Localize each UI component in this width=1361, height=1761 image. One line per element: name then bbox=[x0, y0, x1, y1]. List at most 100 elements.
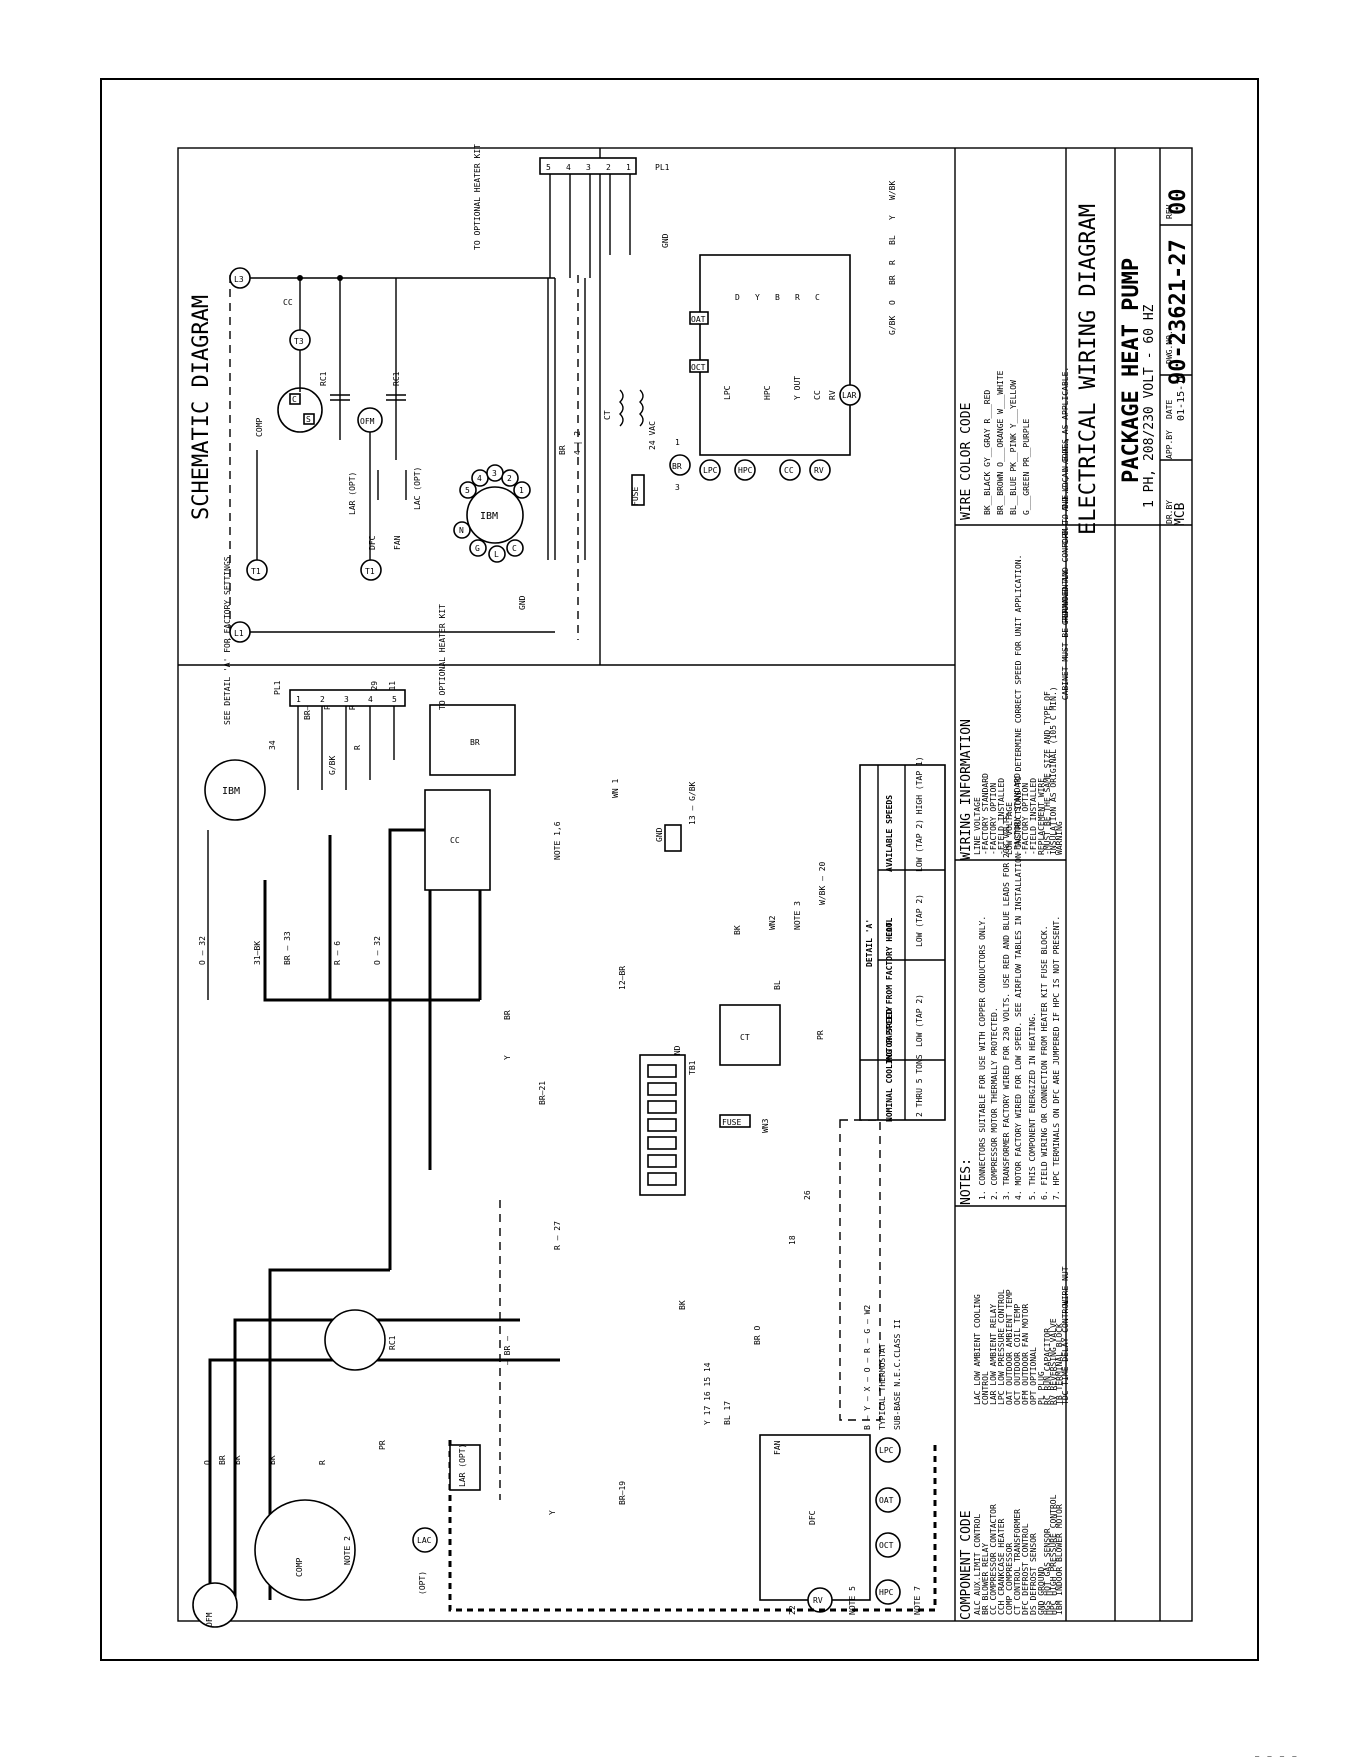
wiring-br-relay bbox=[429, 704, 516, 776]
svg-text:FAN: FAN bbox=[773, 1440, 782, 1455]
svg-text:-FIELD INSTALLED: -FIELD INSTALLED bbox=[997, 778, 1006, 855]
svg-text:COMP COMPRESSOR: COMP COMPRESSOR bbox=[1005, 1543, 1014, 1615]
svg-text:CT: CT bbox=[603, 410, 612, 420]
thermostat-subbase bbox=[839, 1119, 881, 1421]
svg-text:BL: BL bbox=[773, 980, 782, 990]
schematic-dfc bbox=[699, 254, 851, 456]
svg-text:T3: T3 bbox=[294, 337, 304, 346]
svg-text:PACKAGE HEAT PUMP: PACKAGE HEAT PUMP bbox=[1119, 258, 1144, 483]
svg-text:WN 1: WN 1 bbox=[611, 779, 620, 798]
svg-text:BR BLOWER RELAY: BR BLOWER RELAY bbox=[981, 1543, 990, 1615]
svg-text:RV: RV bbox=[813, 1596, 823, 1605]
contactor-cc bbox=[424, 789, 491, 891]
svg-text:OPT OPTIONAL: OPT OPTIONAL bbox=[1029, 1347, 1038, 1405]
svg-text:26: 26 bbox=[803, 1190, 812, 1200]
svg-text:-FIELD INSTALLED: -FIELD INSTALLED bbox=[1029, 778, 1038, 855]
svg-text:CT CONTROL TRANSFORMER: CT CONTROL TRANSFORMER bbox=[1013, 1509, 1022, 1615]
svg-text:BR: BR bbox=[672, 462, 682, 471]
svg-text:LAC (OPT): LAC (OPT) bbox=[413, 467, 422, 510]
svg-text:R: R bbox=[318, 1460, 327, 1465]
svg-text:G/BK: G/BK bbox=[888, 316, 897, 335]
svg-text:TB1: TB1 bbox=[688, 1060, 697, 1075]
wiring-ofm bbox=[192, 1582, 238, 1628]
svg-text:GND GROUND: GND GROUND bbox=[1037, 1567, 1046, 1615]
svg-text:SUB-BASE N.E.C.CLASS II: SUB-BASE N.E.C.CLASS II bbox=[893, 1319, 902, 1430]
svg-text:LAR LOW AMBIENT RELAY: LAR LOW AMBIENT RELAY bbox=[989, 1304, 998, 1405]
svg-text:C: C bbox=[815, 293, 820, 302]
svg-text:CONTROL: CONTROL bbox=[981, 1371, 990, 1405]
l3-label: L3 bbox=[234, 275, 244, 284]
svg-text:FUSE: FUSE bbox=[722, 1118, 741, 1127]
svg-text:DR.BY: DR.BY bbox=[1165, 500, 1174, 524]
wiring-info-block: WIRING INFORMATION LINE VOLTAGE -FACTORY… bbox=[959, 367, 1070, 860]
svg-text:6. FIELD WIRING OR CONNECTION: 6. FIELD WIRING OR CONNECTION FROM HEATE… bbox=[1040, 925, 1049, 1200]
schematic-cc-label: CC bbox=[283, 298, 293, 307]
svg-text:GND: GND bbox=[655, 827, 664, 842]
svg-text:LINE VOLTAGE: LINE VOLTAGE bbox=[973, 797, 982, 855]
svg-text:OCT: OCT bbox=[879, 1541, 894, 1550]
svg-text:HPC HIGH PRESSURE CONTROL: HPC HIGH PRESSURE CONTROL bbox=[1049, 1494, 1058, 1615]
svg-text:BL: BL bbox=[888, 235, 897, 245]
svg-text:3: 3 bbox=[675, 483, 680, 492]
svg-text:OAT OUTDOOR AMBIENT TEMP: OAT OUTDOOR AMBIENT TEMP bbox=[1005, 1289, 1014, 1405]
svg-text:T1: T1 bbox=[365, 567, 375, 576]
svg-text:TO OPTIONAL HEATER KIT: TO OPTIONAL HEATER KIT bbox=[438, 604, 447, 710]
svg-text:HGS HOT GAS SENSOR: HGS HOT GAS SENSOR bbox=[1043, 1528, 1052, 1615]
wiring-ibm bbox=[204, 759, 266, 821]
svg-text:FAN: FAN bbox=[393, 535, 402, 550]
svg-text:3: 3 bbox=[492, 469, 497, 478]
svg-text:Y: Y bbox=[755, 293, 760, 302]
svg-text:RC1: RC1 bbox=[388, 1335, 397, 1350]
svg-text:18: 18 bbox=[788, 1235, 797, 1245]
svg-text:3: 3 bbox=[586, 163, 591, 172]
wiring-ct bbox=[719, 1004, 781, 1066]
svg-text:BR—19: BR—19 bbox=[618, 1481, 627, 1505]
svg-text:AVAILABLE SPEEDS: AVAILABLE SPEEDS bbox=[885, 795, 894, 872]
svg-text:2: 2 bbox=[507, 474, 512, 483]
wiring-plug bbox=[289, 689, 406, 707]
svg-text:Y OUT: Y OUT bbox=[793, 376, 802, 400]
svg-text:RV: RV bbox=[814, 466, 824, 475]
svg-text:OFM: OFM bbox=[205, 1612, 214, 1627]
svg-text:COMPONENT CODE: COMPONENT CODE bbox=[959, 1510, 974, 1620]
svg-text:HPC: HPC bbox=[879, 1588, 894, 1597]
svg-text:(OPT): (OPT) bbox=[418, 1571, 427, 1595]
l1-label: L1 bbox=[234, 629, 244, 638]
svg-text:12—BR: 12—BR bbox=[618, 966, 627, 990]
svg-text:BK: BK bbox=[268, 1455, 277, 1465]
svg-text:C: C bbox=[292, 395, 297, 404]
schematic-plug bbox=[539, 157, 637, 175]
svg-text:G/BK: G/BK bbox=[328, 756, 337, 775]
svg-text:1: 1 bbox=[626, 163, 631, 172]
svg-text:4. MOTOR FACTORY WIRED FOR LOW: 4. MOTOR FACTORY WIRED FOR LOW SPEED. SE… bbox=[1014, 555, 1023, 1200]
svg-text:NOMINAL COOLING CAPACITY: NOMINAL COOLING CAPACITY bbox=[885, 1006, 894, 1122]
svg-text:LAR: LAR bbox=[842, 391, 857, 400]
svg-text:SEE DETAIL 'A' FOR FACTORY SET: SEE DETAIL 'A' FOR FACTORY SETTINGS bbox=[223, 556, 232, 725]
svg-text:L: L bbox=[494, 550, 499, 559]
svg-text:GND: GND bbox=[518, 595, 527, 610]
schematic-title: SCHEMATIC DIAGRAM bbox=[189, 295, 214, 520]
svg-text:TO OPTIONAL HEATER KIT: TO OPTIONAL HEATER KIT bbox=[473, 144, 482, 250]
svg-text:BR__BROWN O___ORANGE W___W: BR__BROWN O___ORANGE W___WHITE bbox=[996, 370, 1005, 515]
svg-text:B — Y — X — O — R — G — W2: B — Y — X — O — R — G — W2 bbox=[863, 1305, 872, 1430]
svg-text:LAC: LAC bbox=[417, 1536, 432, 1545]
svg-text:GND: GND bbox=[673, 1045, 682, 1060]
svg-text:BK: BK bbox=[233, 1455, 242, 1465]
svg-text:OFM OUTDOOR FAN MOTOR: OFM OUTDOOR FAN MOTOR bbox=[1021, 1304, 1030, 1405]
svg-text:34: 34 bbox=[268, 740, 277, 750]
component-code-block: COMPONENT CODE ALC AUX.LIMIT CONTROL BR … bbox=[959, 1266, 1070, 1620]
svg-text:IBM: IBM bbox=[480, 511, 498, 522]
svg-text:COMP: COMP bbox=[255, 418, 264, 437]
svg-text:LOW (TAP 2) HIGH (TAP 1): LOW (TAP 2) HIGH (TAP 1) bbox=[915, 756, 924, 872]
svg-text:-FACTORY STANDARD: -FACTORY STANDARD bbox=[1013, 773, 1022, 855]
svg-text:DETAIL 'A': DETAIL 'A' bbox=[865, 919, 874, 967]
svg-text:13 — G/BK: 13 — G/BK bbox=[688, 781, 697, 825]
wiring-compressor bbox=[254, 1499, 356, 1601]
svg-text:-CABINET MUST BE PERMANENTLY: -CABINET MUST BE PERMANENTLY bbox=[1061, 570, 1070, 705]
svg-text:1: 1 bbox=[519, 486, 524, 495]
svg-text:2. COMPRESSOR MOTOR THERMALLY: 2. COMPRESSOR MOTOR THERMALLY PROTECTED. bbox=[990, 1007, 999, 1200]
svg-text:Y 17 16 15 14: Y 17 16 15 14 bbox=[703, 1362, 712, 1425]
svg-text:LOW (TAP 2): LOW (TAP 2) bbox=[915, 994, 924, 1047]
wiring-dfc bbox=[759, 1434, 871, 1601]
